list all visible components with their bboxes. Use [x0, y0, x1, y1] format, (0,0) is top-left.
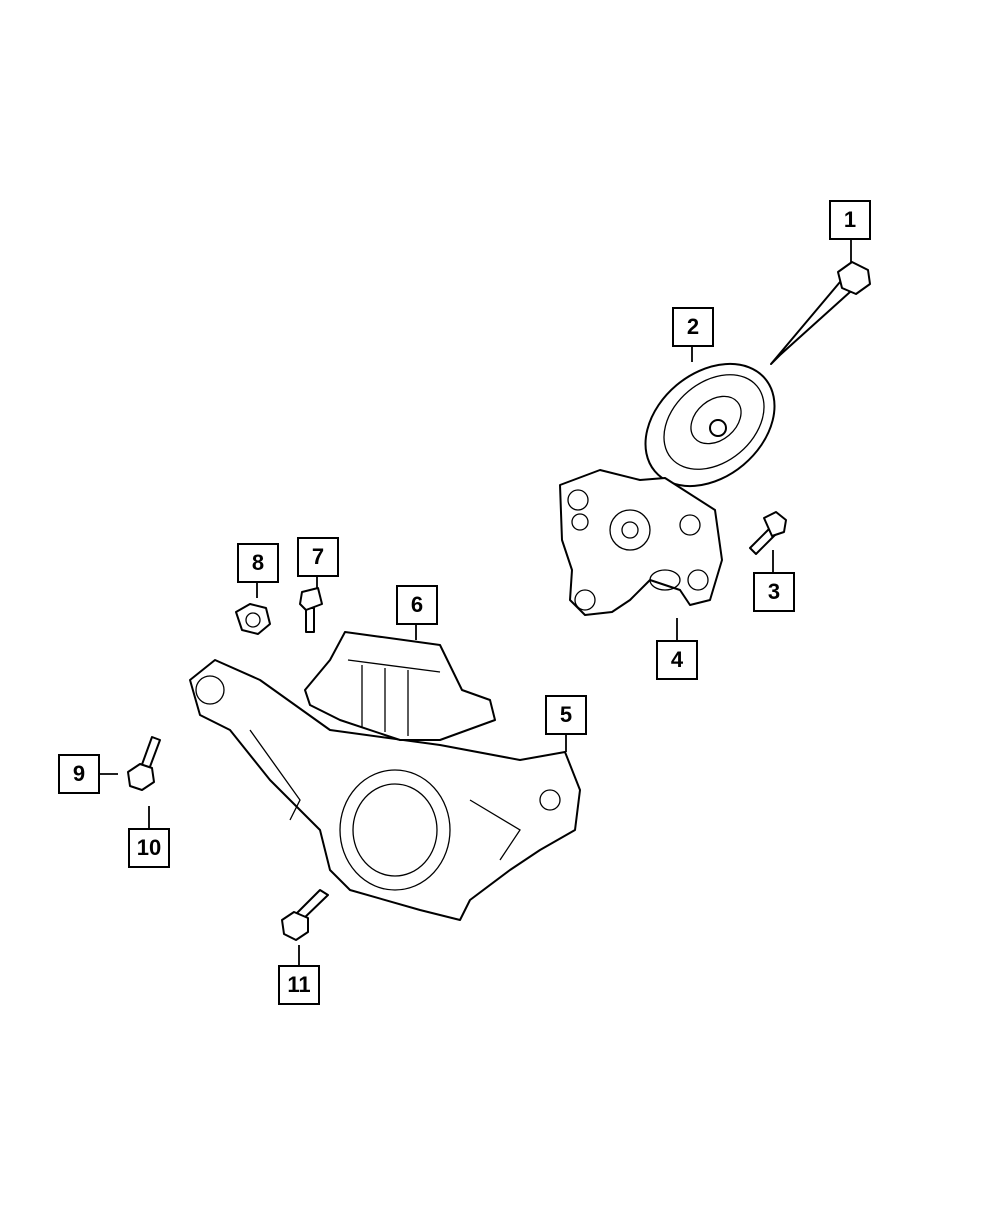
- bolt-9-10: [127, 736, 161, 791]
- callout-4[interactable]: 4: [656, 640, 698, 680]
- leader-lines: [100, 240, 852, 965]
- callout-1[interactable]: 1: [829, 200, 871, 240]
- mount-bracket-4: [559, 469, 723, 616]
- bolt-1: [770, 261, 871, 365]
- callout-2[interactable]: 2: [672, 307, 714, 347]
- isolator-2: [644, 362, 776, 488]
- callout-8[interactable]: 8: [237, 543, 279, 583]
- nut-8: [235, 603, 271, 635]
- crossmember-5: [189, 659, 581, 921]
- heat-shield-6: [304, 631, 496, 741]
- callout-6[interactable]: 6: [396, 585, 438, 625]
- callout-7[interactable]: 7: [297, 537, 339, 577]
- bolt-11: [281, 889, 329, 941]
- bolt-7: [299, 587, 323, 633]
- bolt-3: [749, 511, 787, 555]
- callout-10[interactable]: 10: [128, 828, 170, 868]
- callout-5[interactable]: 5: [545, 695, 587, 735]
- callout-9[interactable]: 9: [58, 754, 100, 794]
- callout-11[interactable]: 11: [278, 965, 320, 1005]
- callout-3[interactable]: 3: [753, 572, 795, 612]
